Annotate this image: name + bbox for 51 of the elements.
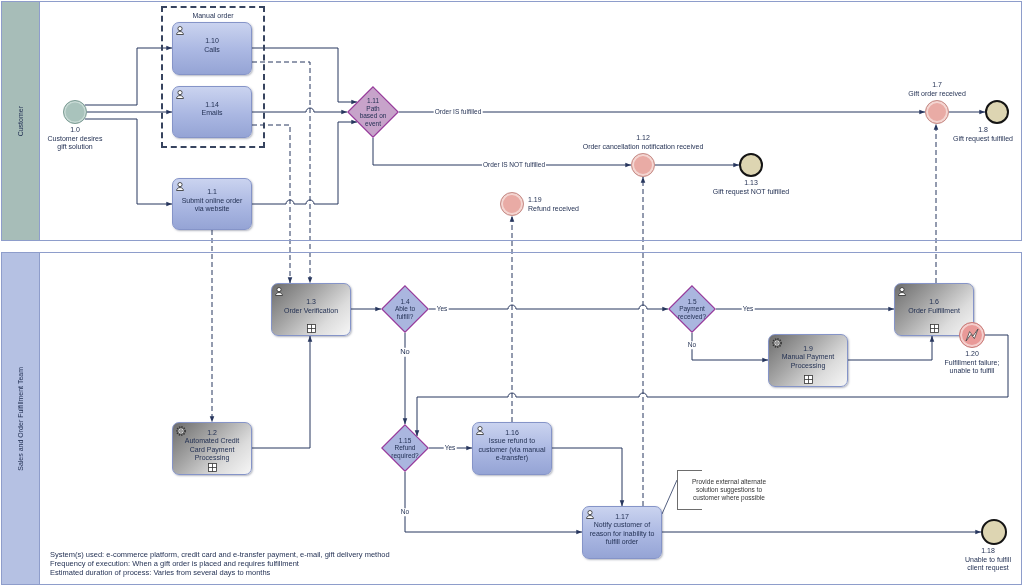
dashed-arrow [251,61,313,284]
end-event-circle [981,519,1007,545]
end-event-circle [739,153,763,177]
arrow [251,107,348,115]
task-box [172,22,252,75]
swimlane [1,1,1022,241]
arrow [404,471,583,535]
task-box [582,506,662,559]
connector-line [661,479,678,515]
intermediate-event-circle [925,100,949,124]
arrow [551,447,625,507]
subprocess-box [768,334,848,387]
task-box [172,86,252,138]
error-event-circle [959,322,985,348]
dashed-arrow [509,215,515,423]
decision-diamond [347,86,399,138]
arrow [84,45,173,106]
arrow [715,306,895,312]
arrow [402,332,408,425]
arrow [661,529,982,535]
intermediate-event-circle [631,153,655,177]
decision-diamond [381,285,429,333]
arrow [847,335,935,361]
arrow [350,306,382,312]
decision-diamond [668,285,716,333]
arrow [84,118,173,207]
group-box [161,6,265,148]
arrow [251,47,358,105]
dashed-arrow [209,229,215,423]
arrow [654,162,740,168]
arrow [251,335,313,449]
dashed-arrow [640,176,646,507]
arrow [414,334,1009,437]
task-box [172,178,252,230]
task-box [472,422,552,475]
arrow [398,109,926,115]
subprocess-box [894,283,974,336]
arrow [251,119,358,205]
subprocess-box [271,283,351,336]
swimlane [1,252,1022,585]
start-event-circle [63,100,87,124]
arrow [691,332,769,363]
arrow [428,304,669,312]
subprocess-box [172,422,252,475]
intermediate-event-circle [500,192,524,216]
arrow [948,109,986,115]
dashed-arrow [251,124,293,284]
end-event-circle [985,100,1009,124]
arrow [86,109,173,115]
dashed-arrow [933,123,939,284]
decision-diamond [381,424,429,472]
